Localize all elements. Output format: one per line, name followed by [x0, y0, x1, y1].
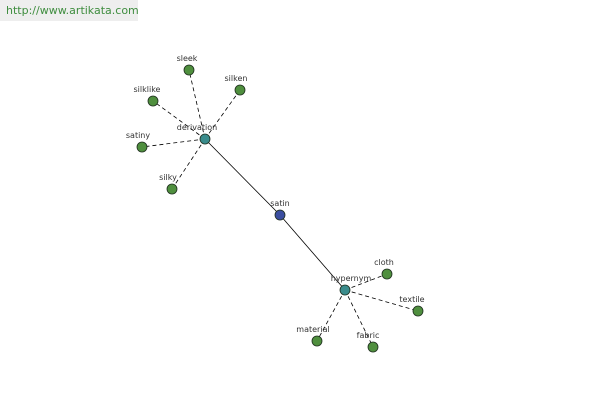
node-silky[interactable] — [166, 183, 178, 195]
nodes-layer — [136, 64, 424, 353]
label-satiny: satiny — [126, 131, 151, 140]
node-satin[interactable] — [274, 209, 286, 221]
edge-satin-hypernym — [279, 214, 346, 291]
edge-hypernym-material — [316, 289, 346, 342]
node-cloth[interactable] — [381, 268, 393, 280]
label-derivation: derivation — [177, 123, 217, 132]
node-satiny[interactable] — [136, 141, 148, 153]
label-satin: satin — [270, 199, 290, 208]
label-fabric: fabric — [357, 331, 380, 340]
node-hypernym[interactable] — [339, 284, 351, 296]
label-material: material — [296, 325, 329, 334]
edge-derivation-silky — [171, 138, 206, 190]
edge-derivation-satiny — [141, 138, 206, 148]
label-silky: silky — [159, 173, 177, 182]
node-material[interactable] — [311, 335, 323, 347]
node-textile[interactable] — [412, 305, 424, 317]
edge-derivation-silken — [204, 89, 241, 140]
edges-layer — [141, 69, 419, 348]
label-silken: silken — [225, 74, 248, 83]
node-silken[interactable] — [234, 84, 246, 96]
node-sleek[interactable] — [183, 64, 195, 76]
site-url-banner[interactable]: http://www.artikata.com — [0, 0, 139, 21]
label-hypernym: hypernym — [331, 274, 372, 283]
label-sleek: sleek — [177, 54, 198, 63]
label-textile: textile — [399, 295, 424, 304]
label-cloth: cloth — [374, 258, 394, 267]
node-silklike[interactable] — [147, 95, 159, 107]
edge-hypernym-fabric — [344, 289, 374, 348]
labels-layer: sleek silken silklike satiny silky derivation… — [126, 54, 425, 340]
node-fabric[interactable] — [367, 341, 379, 353]
edge-hypernym-textile — [344, 289, 419, 312]
label-silklike: silklike — [134, 85, 161, 94]
edge-hypernym-cloth — [344, 273, 388, 291]
edge-derivation-silklike — [152, 100, 206, 140]
edge-derivation-sleek — [188, 69, 206, 140]
node-derivation[interactable] — [199, 133, 211, 145]
edge-satin-derivation — [204, 138, 281, 216]
